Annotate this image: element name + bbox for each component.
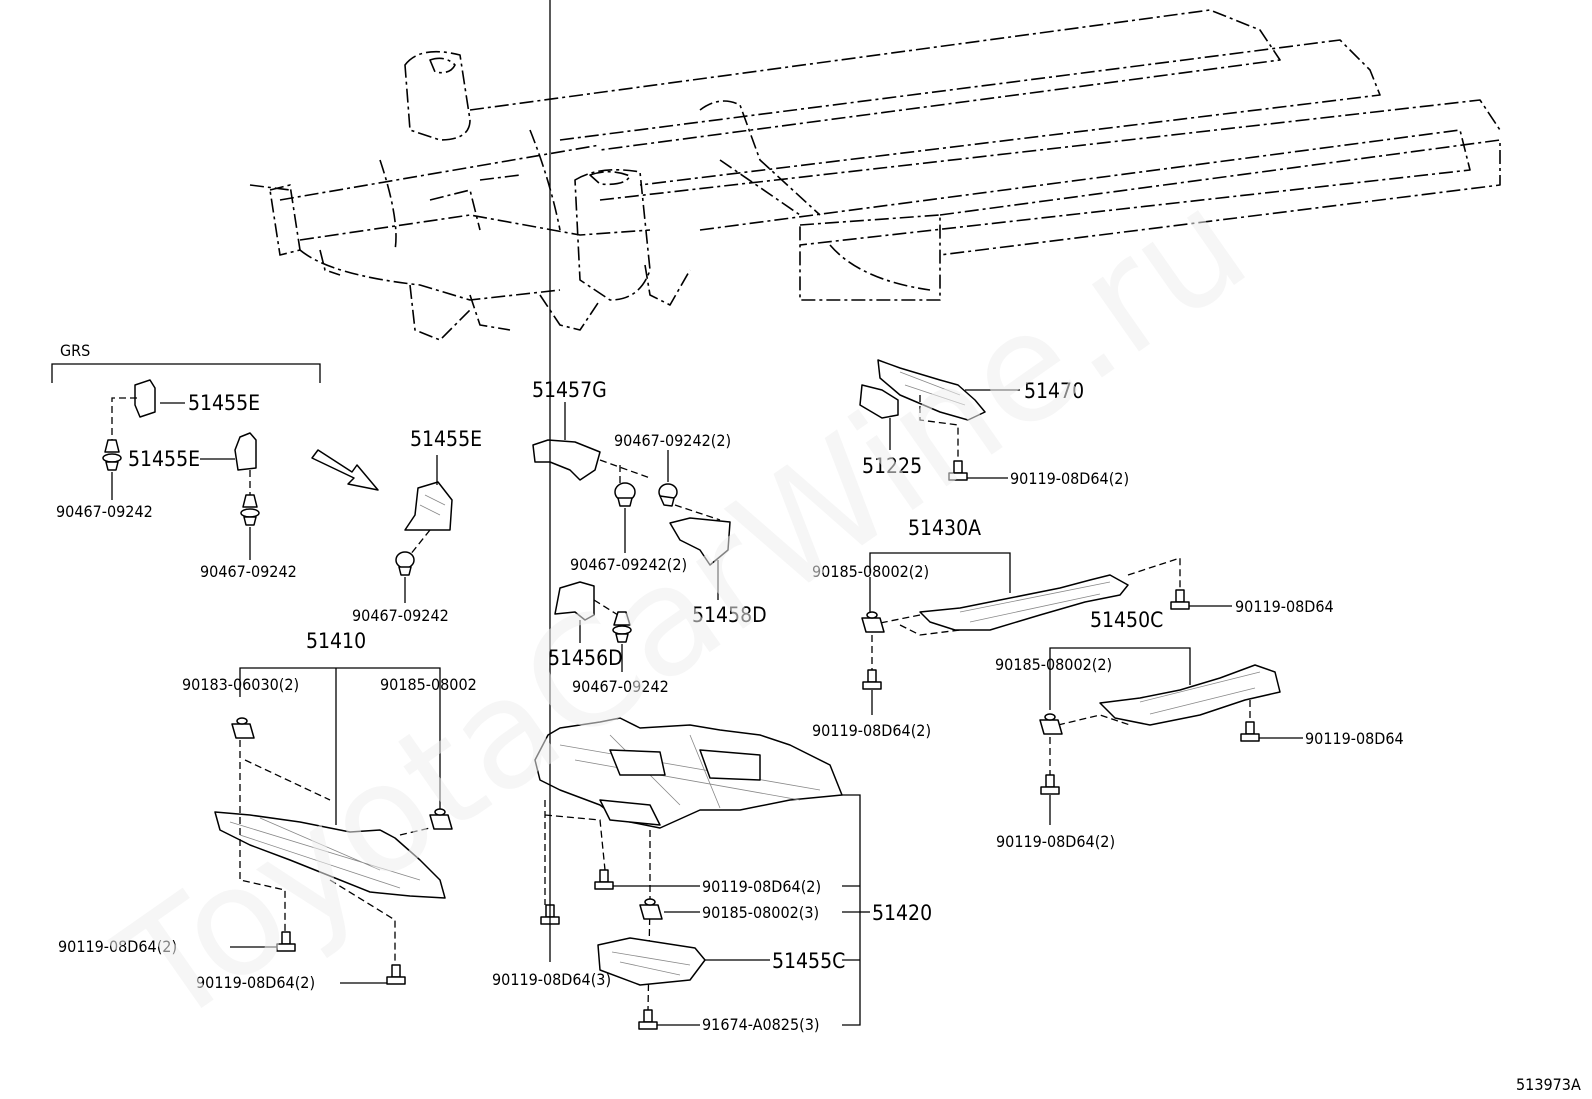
- clip-icon: [395, 551, 415, 576]
- bolt-icon: [276, 931, 296, 952]
- arrow-icon: [311, 449, 379, 491]
- bolt-icon: [386, 964, 406, 985]
- nut-icon: [1039, 713, 1063, 735]
- clip-icon: [612, 611, 632, 643]
- part-label-51455e-lower: 51455E: [128, 447, 200, 471]
- part-label-90119-430b: 90119-08D64(2): [812, 721, 931, 740]
- clip-icon: [102, 439, 122, 471]
- cover-51455c: [597, 937, 706, 986]
- bolt-icon: [594, 869, 614, 890]
- bolt-icon: [948, 460, 968, 481]
- part-label-51455c: 51455C: [772, 949, 845, 973]
- cover-51450c-group: 51450C 90185-08002(2) 90119-08D64(2) 901…: [995, 608, 1404, 851]
- bolt-icon: [1240, 721, 1260, 742]
- cover-51410: [214, 811, 446, 899]
- bracket-51457g: [532, 439, 601, 481]
- part-label-90119-top: 90119-08D64(2): [1010, 469, 1129, 488]
- cover-51420-group: 51420 90119-08D64(2) 90185-08002(3) 5145…: [492, 0, 932, 1034]
- part-label-90119-420b: 90119-08D64(3): [492, 970, 611, 989]
- part-label-90119-410a: 90119-08D64(2): [58, 937, 177, 956]
- vehicle-frame-outline: [249, 9, 1501, 341]
- part-label-51455e-upper: 51455E: [188, 391, 260, 415]
- bolt-icon: [638, 1009, 658, 1030]
- cover-51470-group: 51470 51225 90119-08D64(2): [859, 359, 1129, 488]
- cover-51430a-group: 51430A 90185-08002(2) 90119-08D64(2) 901…: [812, 516, 1334, 740]
- part-label-90185-430: 90185-08002(2): [812, 562, 929, 581]
- nut-icon: [639, 898, 663, 920]
- part-label-90185-450: 90185-08002(2): [995, 655, 1112, 674]
- part-label-90119-410b: 90119-08D64(2): [196, 973, 315, 992]
- bolt-icon: [862, 669, 882, 690]
- nut-icon: [429, 808, 453, 830]
- part-label-51420: 51420: [872, 901, 932, 925]
- part-label-51455e-installed: 51455E: [410, 427, 482, 451]
- part-label-90119-450r: 90119-08D64: [1305, 729, 1404, 748]
- part-label-90185-410: 90185-08002: [380, 675, 477, 694]
- part-label-90467-e: 90467-09242(2): [570, 555, 687, 574]
- cover-51470: [877, 359, 986, 421]
- bracket-51456d: [554, 581, 595, 621]
- bolt-icon: [1040, 774, 1060, 795]
- clip-icon: [614, 482, 636, 507]
- bracket-51457g-group: 51457G 90467-09242(2) 90467-09242(2) 514…: [532, 378, 767, 696]
- cover-51410-group: 51410 90183-06030(2) 90185-08002 90119-0…: [58, 629, 477, 992]
- nut-icon: [861, 611, 885, 633]
- part-label-90183: 90183-06030(2): [182, 675, 299, 694]
- part-label-51450c: 51450C: [1090, 608, 1163, 632]
- part-label-51456d: 51456D: [548, 646, 623, 670]
- part-label-90119-450b: 90119-08D64(2): [996, 832, 1115, 851]
- part-label-51470: 51470: [1024, 379, 1084, 403]
- part-label-51457g: 51457G: [532, 378, 607, 402]
- grs-group: GRS 51455E 90467-09242 51455E 90467-0924…: [51, 341, 321, 581]
- bracket-51225: [859, 384, 899, 419]
- part-label-90467-f: 90467-09242: [572, 677, 669, 696]
- part-label-51458d: 51458D: [692, 603, 767, 627]
- bolt-icon: [1170, 589, 1190, 610]
- part-label-90467-a: 90467-09242: [56, 502, 153, 521]
- diagram-id: 513973A: [1516, 1075, 1581, 1094]
- splash-shield-51455e-installed: 51455E 90467-09242: [352, 427, 482, 625]
- cover-51420: [534, 717, 843, 829]
- splash-shield-51455e-lower: [234, 432, 257, 471]
- clip-icon: [658, 483, 678, 507]
- grs-label: GRS: [60, 341, 90, 360]
- part-label-51225: 51225: [862, 454, 922, 478]
- part-label-51430a: 51430A: [908, 516, 981, 540]
- part-label-90119-420a: 90119-08D64(2): [702, 877, 821, 896]
- part-label-91674: 91674-A0825(3): [702, 1015, 819, 1034]
- part-label-90185-420: 90185-08002(3): [702, 903, 819, 922]
- clip-icon: [240, 494, 260, 526]
- part-label-90119-430r: 90119-08D64: [1235, 597, 1334, 616]
- nut-icon: [231, 717, 255, 739]
- part-label-90467-d: 90467-09242(2): [614, 431, 731, 450]
- part-label-51410: 51410: [306, 629, 366, 653]
- part-label-90467-c: 90467-09242: [352, 606, 449, 625]
- part-label-90467-b: 90467-09242: [200, 562, 297, 581]
- cover-51450c: [1099, 664, 1281, 726]
- splash-shield-51455e-upper: [134, 379, 156, 418]
- bracket-51458d: [669, 517, 731, 566]
